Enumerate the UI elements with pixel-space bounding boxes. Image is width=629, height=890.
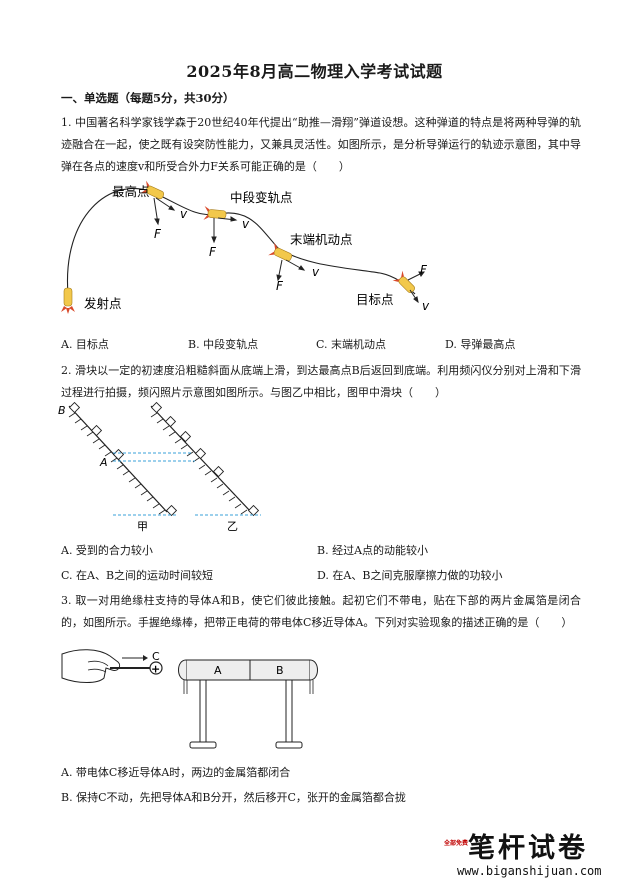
q1-option-d: D. 导弹最高点 — [445, 338, 516, 351]
missile-end-icon — [268, 242, 293, 262]
incline-jia-hatching — [68, 412, 166, 515]
q2-option-a: A. 受到的合力较小 — [61, 544, 153, 557]
q2-option-b: B. 经过A点的动能较小 — [317, 544, 429, 557]
end-f-label: F — [276, 279, 284, 293]
q1-trajectory-figure: 发射点 最高点 中段变轨点 末端机动点 目标点 v F v F v F v F — [61, 180, 430, 314]
missile-target-icon — [392, 270, 415, 293]
q2-option-d: D. 在A、B之间克服摩擦力做的功较小 — [317, 569, 503, 582]
q1-option-b: B. 中段变轨点 — [188, 338, 259, 351]
label-a: A — [214, 664, 222, 677]
conductor-b — [249, 659, 318, 681]
top-label: 最高点 — [112, 184, 150, 199]
q2-option-c: C. 在A、B之间的运动时间较短 — [61, 569, 214, 582]
label-yi: 乙 — [227, 520, 238, 533]
q1-option-a: A. 目标点 — [61, 338, 109, 351]
watermark-brand: 笔杆试卷 — [468, 833, 588, 864]
mid-label: 中段变轨点 — [230, 190, 293, 205]
metal-foils — [183, 680, 314, 694]
label-a: A — [99, 456, 108, 469]
label-b: B — [276, 664, 284, 677]
section-heading: 一、单选题（每题5分，共30分） — [61, 91, 235, 105]
target-label: 目标点 — [356, 292, 394, 307]
q2-stem: 2. 滑块以一定的初速度沿粗糙斜面从底端上滑，到达最高点B后返回到底端。利用频闪… — [61, 364, 581, 399]
insulating-stands — [189, 679, 303, 749]
jia-slider-images — [68, 401, 178, 517]
missile-top-icon — [140, 180, 165, 200]
label-c: C — [152, 650, 160, 663]
dashed-level-lines — [113, 452, 261, 516]
end-label: 末端机动点 — [290, 232, 353, 247]
top-v-label: v — [180, 207, 188, 221]
incline-yi-hatching — [150, 412, 248, 515]
watermark-url: www.biganshijuan.com — [457, 864, 602, 878]
plus-sign: + — [151, 663, 160, 676]
missile-mid-icon — [203, 205, 227, 220]
q3-stem: 3. 取一对用绝缘柱支持的导体A和B，使它们彼此接触。起初它们不带电，贴在下部的… — [61, 594, 581, 629]
missile-launch-icon — [61, 287, 75, 314]
trajectory-curve — [66, 187, 416, 295]
top-f-label: F — [154, 227, 162, 241]
q1-option-c: C. 末端机动点 — [316, 338, 387, 351]
q3-option-a: A. 带电体C移近导体A时，两边的金属箔都闭合 — [61, 766, 291, 779]
mid-f-label: F — [209, 245, 217, 259]
hand-icon — [61, 649, 121, 683]
q3-conductor-figure: + C A B — [61, 649, 318, 749]
exam-title: 2025年8月高二物理入学考试试题 — [186, 62, 443, 81]
charged-body-c — [149, 661, 163, 675]
end-v-label: v — [312, 265, 320, 279]
q3-option-b: B. 保持C不动，先把导体A和B分开，然后移开C，张开的金属箔都合拢 — [61, 791, 406, 804]
target-v-label: v — [422, 299, 430, 313]
q1-stem: 1. 中国著名科学家钱学森于20世纪40年代提出“助推—滑翔”弹道设想。这种弹道… — [61, 116, 581, 173]
launch-label: 发射点 — [84, 296, 122, 311]
target-f-label: F — [420, 263, 428, 277]
label-b: B — [58, 404, 66, 417]
yi-slider-images — [150, 401, 260, 517]
q2-incline-figure: B A 甲 乙 — [58, 401, 261, 533]
mid-v-label: v — [242, 217, 250, 231]
watermark-tag: 全部免费 — [444, 840, 469, 847]
label-jia: 甲 — [137, 520, 148, 533]
